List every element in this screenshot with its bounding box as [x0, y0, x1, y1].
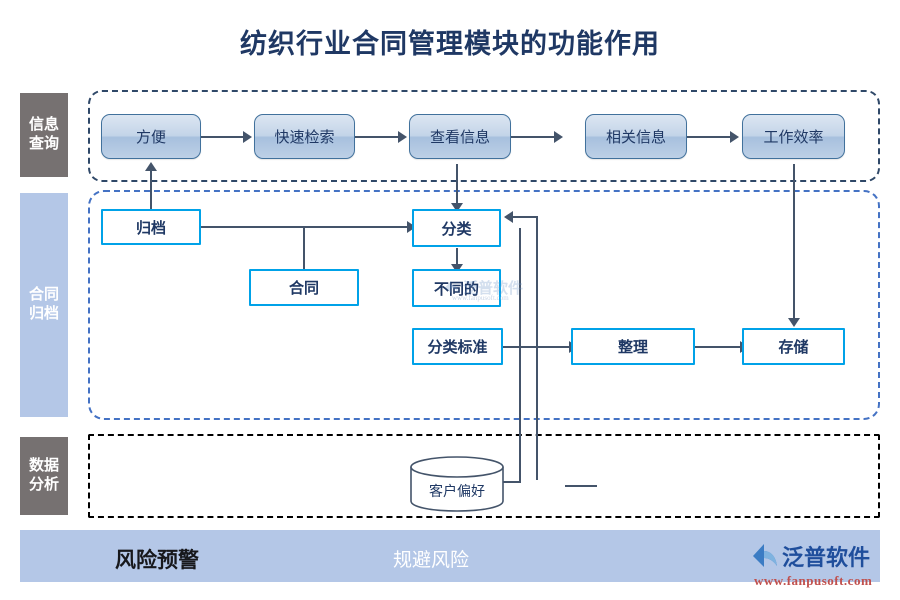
node-organize[interactable]: 整理 [571, 328, 695, 365]
connector-feedback-riser-outer [519, 228, 521, 483]
connector-fast-search-to-view-info [355, 136, 399, 138]
arrowhead-related-info-in [554, 131, 563, 143]
node-work-efficiency[interactable]: 工作效率 [742, 114, 845, 159]
connector-work-efficiency-to-storage [793, 164, 795, 321]
band-label-data-analysis: 数据 分析 [20, 437, 68, 515]
arrowhead-view-info-in [398, 131, 407, 143]
arrowhead-fast-search-in [243, 131, 252, 143]
brand-logo[interactable]: 泛普软件 www.fanpusoft.com [752, 540, 892, 588]
node-fast-search[interactable]: 快速检索 [254, 114, 355, 159]
connector-feedback-riser-inner [536, 216, 538, 480]
node-related-info-label: 相关信息 [605, 129, 666, 146]
node-fast-search-label: 快速检索 [274, 129, 335, 146]
footer-bar [20, 530, 880, 582]
node-related-info[interactable]: 相关信息 [585, 114, 687, 159]
connector-view-info-to-classify [456, 164, 458, 206]
connector-contract-to-trunk [303, 227, 305, 269]
connector-view-info-to-related-info [511, 136, 555, 138]
connector-archive-to-convenient [150, 168, 152, 213]
brand-logo-text: 泛普软件 [782, 545, 871, 570]
connector-classify-to-different [456, 248, 458, 268]
node-work-efficiency-label: 工作效率 [763, 129, 824, 146]
band-contract-filing-line1: 合同 [28, 286, 59, 304]
node-different-label: 不同的 [433, 280, 479, 298]
node-view-info-label: 查看信息 [429, 129, 490, 146]
node-customer-preference[interactable]: 客户偏好 [409, 455, 505, 513]
footer-risk-warning-label: 风险预警 [115, 548, 199, 572]
connector-related-info-to-work-efficiency [687, 136, 731, 138]
fanpu-mark-icon [753, 544, 777, 567]
node-classify-standard-label: 分类标准 [427, 339, 488, 356]
arrowhead-classify-in-right [504, 211, 513, 223]
band-label-contract-filing: 合同 归档 [20, 193, 68, 417]
band-data-analysis-line1: 数据 [28, 457, 59, 475]
node-customer-preference-label: 客户偏好 [429, 483, 485, 499]
band-contract-filing-line2: 归档 [28, 305, 59, 322]
footer-risk-avoidance-label: 规避风险 [393, 550, 470, 571]
page-title: 纺织行业合同管理模块的功能作用 [240, 29, 660, 59]
node-organize-label: 整理 [617, 339, 648, 356]
band-info-query-line2: 查询 [28, 135, 59, 152]
node-storage-label: 存储 [778, 339, 809, 356]
section-data-analysis-frame [88, 434, 880, 518]
section-info-query-frame [88, 90, 880, 182]
watermark-url: www.fanpusoft.com [452, 294, 509, 302]
database-cylinder-icon [410, 456, 504, 512]
node-classify[interactable]: 分类 [412, 209, 501, 247]
band-data-analysis-line2: 分析 [28, 476, 59, 493]
node-view-info[interactable]: 查看信息 [409, 114, 511, 159]
node-archive-label: 归档 [135, 219, 166, 237]
connector-organize-to-storage [695, 346, 742, 348]
node-different[interactable]: 不同的 [412, 269, 501, 307]
connector-convenient-to-fast-search [201, 136, 244, 138]
band-info-query-line1: 信息 [28, 116, 59, 134]
node-classify-label: 分类 [441, 220, 472, 238]
arrowhead-classify-in-left [407, 221, 416, 233]
brand-logo-url: www.fanpusoft.com [754, 573, 873, 588]
arrowhead-work-efficiency-in [730, 131, 739, 143]
node-convenient[interactable]: 方便 [101, 114, 201, 159]
arrowhead-classify-in-top [451, 203, 463, 212]
arrowhead-different-in [451, 264, 463, 273]
node-contract[interactable]: 合同 [249, 269, 359, 306]
node-contract-label: 合同 [288, 280, 319, 297]
brand-logo-row: 泛普软件 [752, 540, 892, 572]
connector-feedback-bottom-into-cylinder [497, 481, 521, 483]
arrowhead-storage-in-top [788, 318, 800, 327]
connector-feedback-top-into-classify [512, 216, 538, 218]
section-contract-filing-frame [88, 190, 880, 420]
node-archive[interactable]: 归档 [101, 209, 201, 245]
node-classify-standard[interactable]: 分类标准 [412, 328, 503, 365]
stray-line-segment [565, 485, 597, 487]
arrowhead-convenient-in [145, 162, 157, 171]
connector-archive-to-classify [201, 226, 409, 228]
band-label-info-query: 信息 查询 [20, 93, 68, 177]
node-storage[interactable]: 存储 [742, 328, 845, 365]
node-convenient-label: 方便 [135, 129, 166, 146]
